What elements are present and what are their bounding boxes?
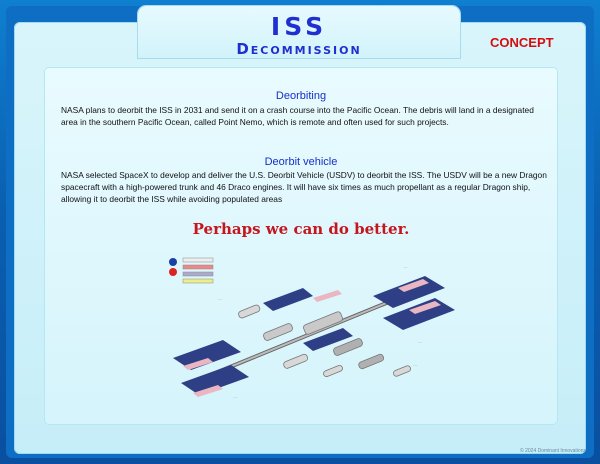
- svg-text:·····: ·····: [233, 396, 237, 399]
- page-subtitle: Decommission: [236, 40, 362, 58]
- section-heading-deorbit-vehicle: Deorbit vehicle: [264, 156, 338, 168]
- svg-text:·····: ·····: [413, 364, 417, 367]
- iss-configuration-diagram-icon: ····· ····· ····· ····· ·····: [169, 257, 455, 399]
- solar-array-center-icon: [263, 288, 353, 351]
- section-heading-deorbiting: Deorbiting: [275, 90, 327, 102]
- page-title: ISS: [270, 12, 328, 41]
- svg-text:·····: ·····: [403, 266, 407, 269]
- section-body-deorbit-vehicle: NASA selected SpaceX to develop and deli…: [61, 170, 547, 204]
- legend-icon: [169, 257, 214, 284]
- solar-array-right-icon: [373, 276, 455, 330]
- callout-labels-icon: ····· ····· ····· ····· ·····: [218, 266, 422, 399]
- section-body-deorbiting: NASA plans to deorbit the ISS in 2031 an…: [61, 105, 534, 127]
- concept-badge: CONCEPT: [490, 35, 554, 50]
- tagline: Perhaps we can do better.: [192, 220, 410, 238]
- modules-icon: [238, 304, 411, 378]
- svg-text:·····: ·····: [218, 298, 222, 301]
- svg-text:·····: ·····: [418, 341, 422, 344]
- content-card: Deorbiting NASA plans to deorbit the ISS…: [45, 68, 557, 424]
- header-tab: ISS Decommission: [138, 6, 460, 58]
- solar-array-left-icon: [173, 340, 249, 397]
- footer-credit: © 2024 Dominant Innovations: [520, 448, 586, 454]
